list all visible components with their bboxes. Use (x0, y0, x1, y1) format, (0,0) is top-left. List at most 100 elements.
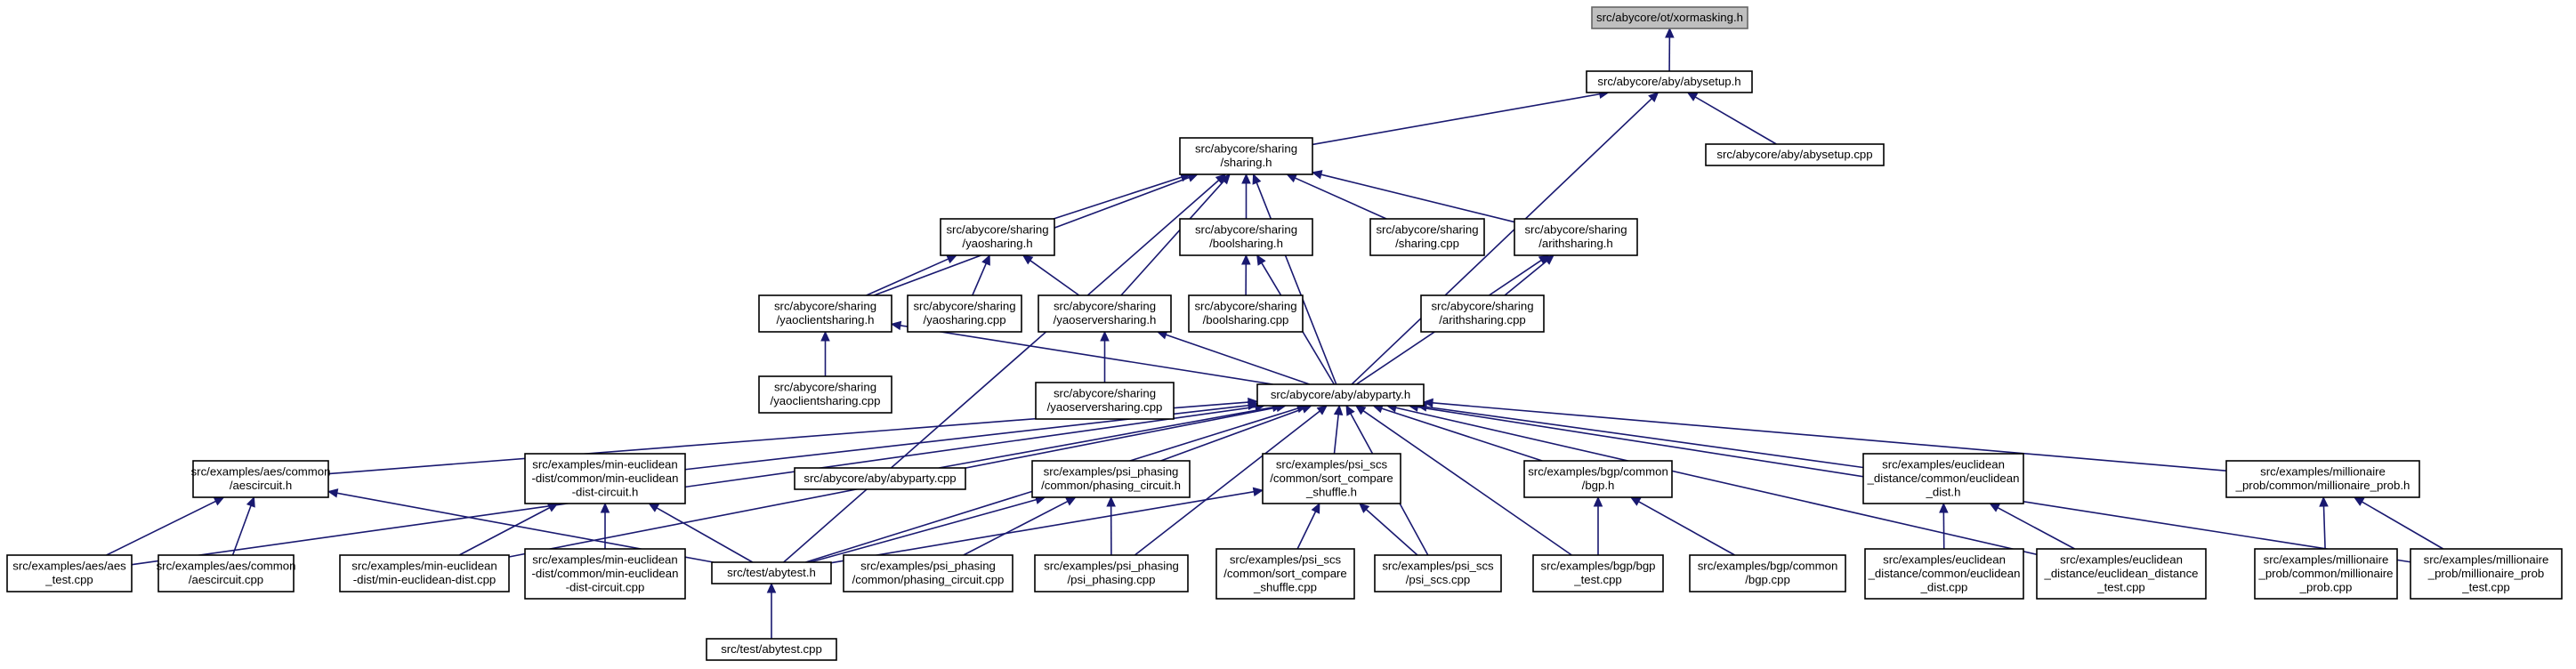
node-abysetup-cpp[interactable]: src/abycore/aby/abysetup.cpp (1705, 143, 1885, 166)
node-label: /arithsharing.cpp (1439, 313, 1526, 326)
node-label: src/abycore/aby/abysetup.cpp (1716, 148, 1872, 161)
node-mineucl-dist-cpp[interactable]: src/examples/min-euclidean-dist/min-eucl… (339, 554, 510, 592)
node-box (794, 467, 966, 490)
edge-n_millionaire_cpp-to-n_millionaire_h (2322, 505, 2326, 550)
edge-n_yaoclientsharing_h-to-n_yaosharing_h (866, 258, 949, 296)
node-abytest-h[interactable]: src/test/abytest.h (711, 561, 832, 584)
node-label: src/abycore/sharing (1054, 300, 1156, 313)
node-sort-compare-cpp[interactable]: src/examples/psi_scs/common/sort_compare… (1215, 548, 1355, 600)
node-box (1038, 294, 1172, 333)
node-yaosharing-h[interactable]: src/abycore/sharing/yaosharing.h (940, 218, 1055, 256)
node-aes-test-cpp[interactable]: src/examples/aes/aes_test.cpp (6, 554, 133, 592)
node-sharing-cpp[interactable]: src/abycore/sharing/sharing.cpp (1369, 218, 1485, 256)
node-label: /yaoserversharing.h (1054, 313, 1157, 326)
node-yaoserversharing-h[interactable]: src/abycore/sharing/yaoserversharing.h (1038, 294, 1172, 333)
edge-n_arithsharing_cpp-to-n_arithsharing_h (1504, 260, 1547, 296)
node-phasing-circuit-cpp[interactable]: src/examples/psi_phasing/common/phasing_… (843, 554, 1013, 592)
node-mineucl-circuit-cpp[interactable]: src/examples/min-euclidean-dist/common/m… (524, 548, 686, 600)
node-label: /common/sort_compare (1270, 472, 1393, 485)
node-phasing-circuit-h[interactable]: src/examples/psi_phasing/common/phasing_… (1031, 460, 1191, 498)
node-label: -dist/common/min-euclidean (532, 472, 679, 485)
edge-n_bgp_h-to-n_abyparty_h (1381, 407, 1543, 462)
edge-n_aescircuit_cpp-to-n_aescircuit_h (231, 505, 252, 556)
node-label: src/abycore/aby/abyparty.h (1271, 388, 1410, 401)
edge-n_abyparty_h-to-n_yaoserversharing_h (1166, 334, 1311, 385)
node-label: src/test/abytest.cpp (721, 642, 822, 656)
node-arithsharing-h[interactable]: src/abycore/sharing/arithsharing.h (1514, 218, 1638, 256)
node-xormasking[interactable]: src/abycore/ot/xormasking.h (1591, 6, 1748, 29)
node-aescircuit-h[interactable]: src/examples/aes/common/aescircuit.h (191, 460, 331, 498)
node-yaoserversharing-cpp[interactable]: src/abycore/sharing/yaoserversharing.cpp (1035, 382, 1175, 420)
node-box (2410, 548, 2563, 600)
node-aescircuit-cpp[interactable]: src/examples/aes/common/aescircuit.cpp (157, 554, 296, 592)
node-label: src/examples/bgp/common (1698, 560, 1838, 573)
node-label: /common/phasing_circuit.cpp (852, 573, 1005, 586)
edge-n_abyparty_cpp-to-n_abyparty_h (938, 407, 1273, 469)
node-label: src/examples/psi_scs (1230, 552, 1342, 566)
edge-n_arithsharing_h-to-n_sharing_h (1320, 173, 1515, 223)
node-millionaire-h[interactable]: src/examples/millionaire_prob/common/mil… (2225, 460, 2420, 498)
node-box (1188, 294, 1304, 333)
node-label: src/examples/euclidean (2060, 552, 2183, 566)
node-label: src/examples/bgp/bgp (1540, 560, 1655, 573)
node-mineucl-circuit-h[interactable]: src/examples/min-euclidean-dist/common/m… (524, 453, 686, 504)
node-sort-compare-h[interactable]: src/examples/psi_scs/common/sort_compare… (1262, 453, 1401, 504)
node-millionaire-cpp[interactable]: src/examples/millionaire_prob/common/mil… (2254, 548, 2398, 600)
node-label: /bgp.cpp (1745, 573, 1790, 586)
node-box (524, 548, 686, 600)
node-label: src/examples/millionaire (2264, 552, 2389, 566)
node-abyparty-cpp[interactable]: src/abycore/aby/abyparty.cpp (794, 467, 966, 490)
node-boolsharing-cpp[interactable]: src/abycore/sharing/boolsharing.cpp (1188, 294, 1304, 333)
arrowhead-n_mineucl_dist_cpp-to-n_mineucl_circuit_h (546, 503, 559, 512)
node-label: _test.cpp (2461, 580, 2510, 593)
node-yaoclientsharing-h[interactable]: src/abycore/sharing/yaoclientsharing.h (758, 294, 892, 333)
arrowhead-n_abysetup_cpp-to-n_abysetup_h (1686, 92, 1699, 101)
edge-n_sharing_cpp-to-n_sharing_h (1295, 177, 1387, 220)
node-eucl-test-cpp[interactable]: src/examples/euclidean_distance/euclidea… (2036, 548, 2207, 600)
node-label: _prob/millionaire_prob (2427, 567, 2544, 580)
node-millionaire-test-cpp[interactable]: src/examples/millionaire_prob/millionair… (2410, 548, 2563, 600)
node-box (1864, 548, 2024, 600)
node-yaoclientsharing-cpp[interactable]: src/abycore/sharing/yaoclientsharing.cpp (758, 375, 892, 414)
node-bgp-test-cpp[interactable]: src/examples/bgp/bgp_test.cpp (1532, 554, 1664, 592)
node-label: /bgp.h (1582, 479, 1615, 492)
arrowhead-n_millionaire_cpp-to-n_millionaire_h (2319, 496, 2329, 507)
arrowhead-n_abyparty_h-to-n_arithsharing_h (1538, 254, 1550, 265)
node-box (843, 554, 1013, 592)
arrowhead-n_abyparty_h-to-n_boolsharing_h (1256, 254, 1266, 266)
arrowhead-n_abytest_h-to-n_aescircuit_h (327, 488, 339, 498)
node-boolsharing-h[interactable]: src/abycore/sharing/boolsharing.h (1179, 218, 1313, 256)
node-box (1523, 460, 1673, 498)
arrowhead-n_yaoclientsharing_cpp-to-n_yaoclientsharing_h (820, 330, 830, 342)
node-label: src/abycore/sharing (1376, 223, 1478, 237)
node-box (1262, 453, 1401, 504)
edge-n_sharing_h-to-n_abysetup_h (1312, 93, 1600, 146)
node-box (1532, 554, 1664, 592)
node-bgp-h[interactable]: src/examples/bgp/common/bgp.h (1523, 460, 1673, 498)
arrowhead-n_sharing_cpp-to-n_sharing_h (1286, 173, 1298, 183)
node-label: /yaoclientsharing.cpp (771, 394, 881, 407)
node-eucl-dist-cpp[interactable]: src/examples/euclidean_distance/common/e… (1864, 548, 2024, 600)
edge-n_abyparty_h-to-n_abysetup_h (1351, 98, 1652, 385)
node-label: src/examples/millionaire (2260, 465, 2386, 479)
node-sharing-h[interactable]: src/abycore/sharing/sharing.h (1179, 137, 1313, 175)
node-psi-scs-cpp[interactable]: src/examples/psi_scs/psi_scs.cpp (1374, 554, 1502, 592)
node-arithsharing-cpp[interactable]: src/abycore/sharing/arithsharing.cpp (1420, 294, 1545, 333)
node-label: src/test/abytest.h (727, 566, 816, 579)
edge-n_eucl_test_cpp-to-n_abyparty_h (1395, 407, 2038, 556)
node-label: /psi_scs.cpp (1406, 573, 1471, 586)
arrowhead-n_boolsharing_cpp-to-n_boolsharing_h (1241, 254, 1251, 265)
edge-n_psi_scs_cpp-to-n_sort_compare_h (1365, 509, 1418, 556)
node-eucl-dist-h[interactable]: src/examples/euclidean_distance/common/e… (1862, 453, 2024, 504)
node-psi-phasing-cpp[interactable]: src/examples/psi_phasing/psi_phasing.cpp (1034, 554, 1189, 592)
node-yaosharing-cpp[interactable]: src/abycore/sharing/yaosharing.cpp (907, 294, 1022, 333)
node-label: src/examples/euclidean (1882, 457, 2005, 471)
node-abysetup-h[interactable]: src/abycore/aby/abysetup.h (1586, 70, 1753, 93)
node-abyparty-h[interactable]: src/abycore/aby/abyparty.h (1256, 383, 1425, 407)
arrowhead-n_millionaire_test_cpp-to-n_millionaire_h (2353, 496, 2365, 506)
node-abytest-cpp[interactable]: src/test/abytest.cpp (706, 638, 837, 661)
node-label: src/examples/psi_phasing (860, 560, 996, 573)
node-bgp-cpp[interactable]: src/examples/bgp/common/bgp.cpp (1689, 554, 1846, 592)
arrowhead-n_psi_scs_cpp-to-n_abyparty_h (1345, 404, 1355, 416)
